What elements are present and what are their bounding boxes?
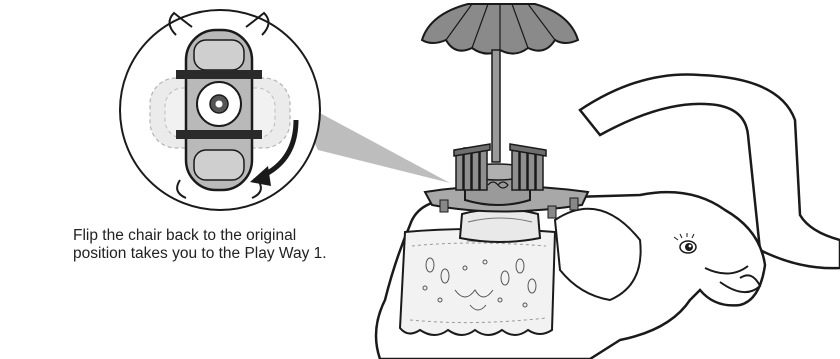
- detail-inset: [120, 10, 320, 210]
- saddle-blanket: [400, 229, 555, 335]
- umbrella: [422, 4, 578, 162]
- left-posts: [454, 144, 490, 190]
- caption-line-1: Flip the chair back to the original: [73, 227, 373, 245]
- instruction-caption: Flip the chair back to the original posi…: [73, 227, 373, 263]
- caption-line-2: position takes you to the Play Way 1.: [73, 245, 373, 263]
- right-posts: [510, 144, 546, 190]
